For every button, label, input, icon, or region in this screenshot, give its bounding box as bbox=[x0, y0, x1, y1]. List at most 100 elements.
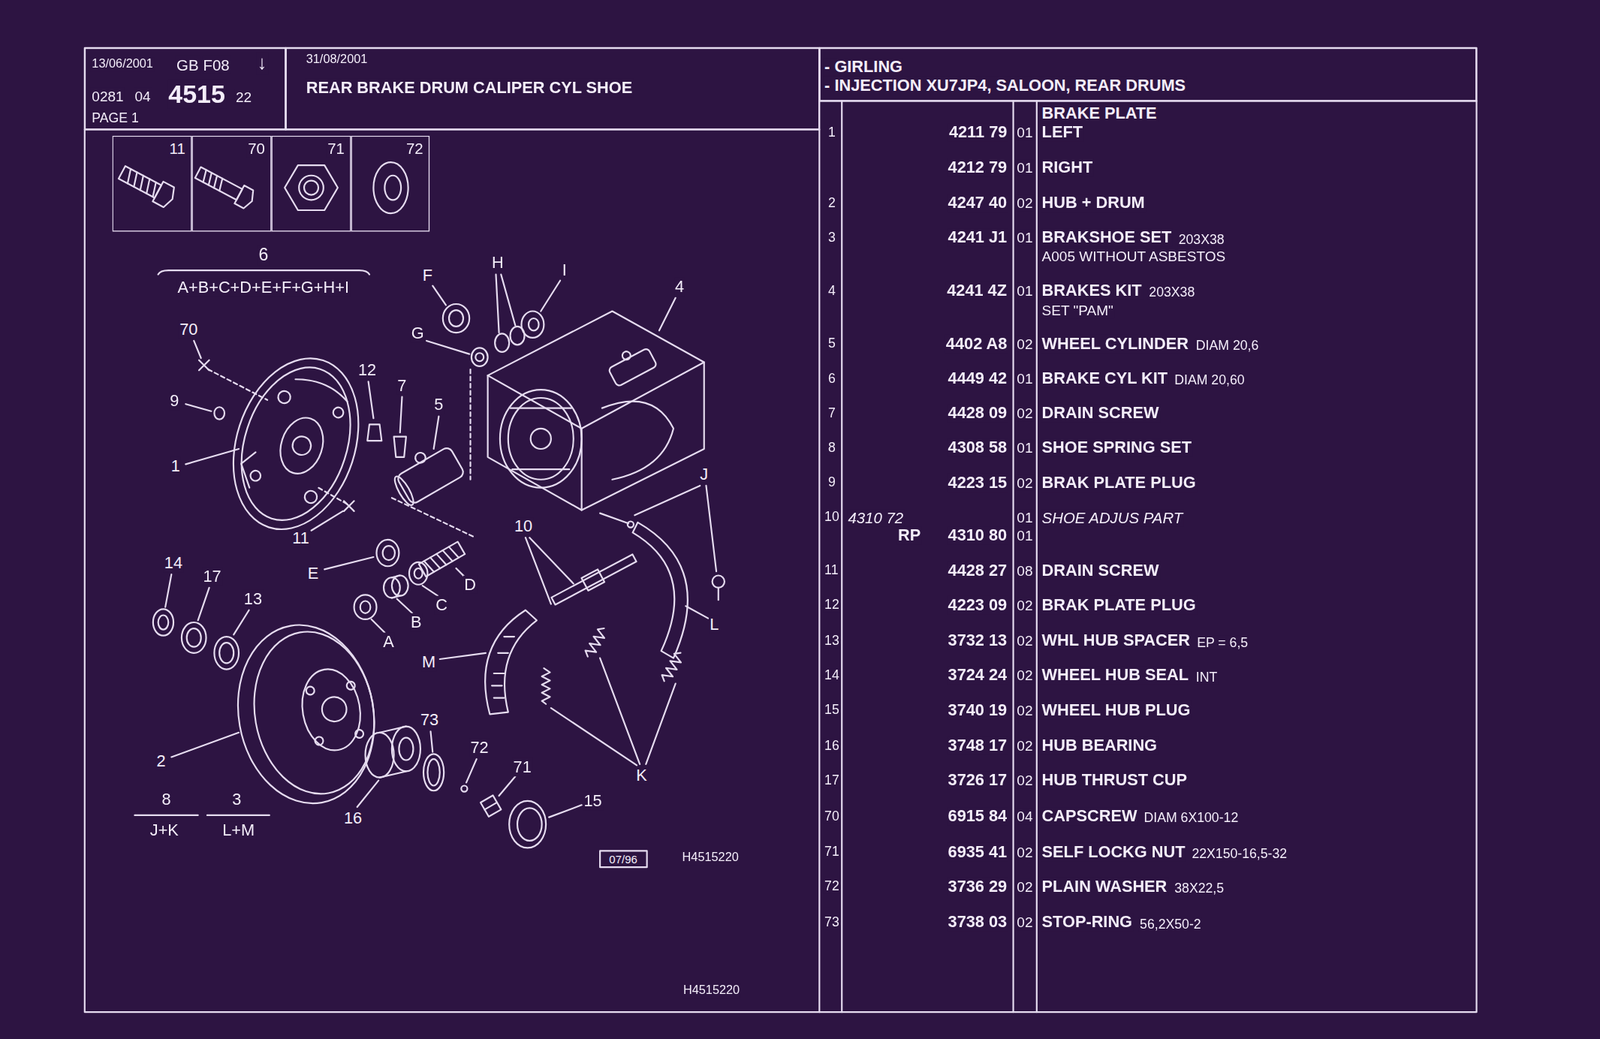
callout-label: M bbox=[421, 653, 437, 672]
quantity: 02 bbox=[1015, 667, 1034, 684]
row-number: 71 bbox=[823, 844, 841, 860]
callout-label: 15 bbox=[582, 792, 603, 811]
part-name: HUB + DRUM bbox=[1040, 193, 1146, 213]
callout-label: 9 bbox=[168, 391, 181, 411]
row-number: 8 bbox=[827, 439, 838, 455]
part-spec: DIAM 6X100-12 bbox=[1142, 810, 1239, 826]
callout-label: 73 bbox=[419, 711, 440, 730]
header-text: 31/08/2001 bbox=[304, 53, 368, 68]
callout-label: 16 bbox=[343, 809, 364, 829]
header-cell: - GIRLING- INJECTION XU7JP4, SALOON, REA… bbox=[819, 48, 1477, 102]
icon-box: 11 bbox=[111, 135, 192, 233]
part-number: 4310 80 bbox=[946, 526, 1008, 546]
callout-label: D bbox=[463, 575, 477, 595]
quantity: 01 bbox=[1015, 282, 1034, 299]
part-spec: 56,2X50-2 bbox=[1138, 916, 1203, 932]
row-number: 70 bbox=[823, 808, 841, 824]
row-number: 9 bbox=[827, 475, 838, 491]
header-text: 0281 bbox=[90, 87, 125, 105]
part-name: DRAIN SCREW bbox=[1040, 560, 1161, 580]
callout-label: J bbox=[699, 465, 710, 485]
quantity: 01 bbox=[1015, 527, 1034, 545]
callout-label: 3 bbox=[231, 790, 243, 810]
part-name: HUB THRUST CUP bbox=[1040, 771, 1188, 790]
quantity: 01 bbox=[1015, 159, 1034, 176]
header-text: - INJECTION XU7JP4, SALOON, REAR DRUMS bbox=[823, 76, 1188, 96]
callout-label: B bbox=[409, 613, 423, 633]
callout-label: L bbox=[708, 615, 721, 635]
callout-label: 13 bbox=[242, 590, 263, 609]
header-text: - GIRLING bbox=[823, 57, 904, 77]
callout-label: 07/96 bbox=[608, 852, 639, 865]
callout-label: 7 bbox=[396, 376, 408, 395]
row-number: 16 bbox=[823, 738, 841, 754]
quantity: 02 bbox=[1015, 878, 1034, 895]
callout-label: C bbox=[434, 596, 449, 615]
part-spec: DIAM 20,60 bbox=[1173, 373, 1246, 389]
quantity: 04 bbox=[1015, 807, 1034, 825]
row-number: 10 bbox=[823, 509, 841, 525]
part-name: PLAIN WASHER bbox=[1040, 877, 1168, 897]
row-number: 1 bbox=[827, 124, 838, 140]
part-number: 3738 03 bbox=[946, 912, 1008, 932]
quantity: 02 bbox=[1015, 474, 1034, 492]
quantity: 02 bbox=[1015, 843, 1034, 861]
part-name: RIGHT bbox=[1040, 158, 1094, 178]
part-name: WHL HUB SPACER bbox=[1040, 631, 1191, 651]
callout-label: 8 bbox=[160, 790, 172, 810]
quantity: 01 bbox=[1015, 124, 1034, 142]
quantity: 01 bbox=[1015, 439, 1034, 457]
row-number: 5 bbox=[827, 336, 838, 352]
quantity: 08 bbox=[1015, 562, 1034, 579]
callout-label: F bbox=[421, 266, 434, 286]
callout-label: 5 bbox=[433, 395, 445, 415]
row-number: 17 bbox=[823, 772, 841, 788]
callout-number: 70 bbox=[247, 139, 266, 157]
callout-label: G bbox=[409, 324, 425, 344]
callout-label: A bbox=[382, 632, 395, 652]
callout-label: J+K bbox=[148, 821, 180, 841]
row-number: 3 bbox=[827, 229, 838, 245]
part-name: DRAIN SCREW bbox=[1040, 403, 1161, 423]
part-name: BRAKE CYL KIT bbox=[1040, 369, 1169, 389]
quantity: 02 bbox=[1015, 195, 1034, 212]
callout-label: 70 bbox=[178, 320, 199, 340]
part-number: 4212 79 bbox=[946, 158, 1008, 178]
quantity: 02 bbox=[1015, 405, 1034, 422]
part-number: 4223 09 bbox=[946, 596, 1008, 615]
header-cell: 13/06/2001GBF08↓028104451522PAGE 1 bbox=[84, 48, 287, 130]
header-text: 04 bbox=[133, 87, 152, 105]
part-name: BRAKSHOE SET bbox=[1040, 228, 1173, 248]
callout-label: 12 bbox=[357, 361, 378, 380]
callout-label: 11 bbox=[291, 529, 311, 549]
part-name: SELF LOCKG NUT bbox=[1040, 843, 1187, 862]
part-number: 6935 41 bbox=[946, 843, 1008, 862]
callout-label: 6 bbox=[257, 244, 270, 266]
part-number: 4428 09 bbox=[946, 403, 1008, 423]
quantity: 02 bbox=[1015, 335, 1034, 353]
part-number: 4449 42 bbox=[946, 369, 1008, 389]
part-name: WHEEL HUB SEAL bbox=[1040, 665, 1190, 685]
callout-label: 2 bbox=[155, 752, 167, 772]
quantity: 02 bbox=[1015, 702, 1034, 719]
part-number: 3732 13 bbox=[946, 631, 1008, 651]
part-name: WHEEL CYLINDER bbox=[1040, 334, 1190, 354]
callout-label: L+M bbox=[221, 821, 257, 841]
part-number: 4241 J1 bbox=[946, 228, 1008, 248]
row-number: 11 bbox=[823, 563, 840, 579]
row-number: 13 bbox=[823, 632, 841, 648]
part-number: 3736 29 bbox=[946, 877, 1008, 897]
header-text: 4515 bbox=[167, 78, 226, 109]
page-title: REAR BRAKE DRUM CALIPER CYL SHOE bbox=[304, 78, 633, 98]
part-spec: EP = 6,5 bbox=[1196, 635, 1250, 651]
part-number: 3740 19 bbox=[946, 701, 1008, 721]
callout-label: 1 bbox=[169, 457, 181, 477]
header-cell: 31/08/2001REAR BRAKE DRUM CALIPER CYL SH… bbox=[286, 48, 820, 130]
header-text: 13/06/2001 bbox=[90, 57, 154, 72]
row-number: 73 bbox=[823, 914, 841, 930]
callout-label: A+B+C+D+E+F+G+H+I bbox=[176, 278, 350, 298]
part-number: 4247 40 bbox=[946, 193, 1008, 213]
callout-label: E bbox=[306, 564, 320, 584]
part-number: 4308 58 bbox=[946, 438, 1008, 458]
